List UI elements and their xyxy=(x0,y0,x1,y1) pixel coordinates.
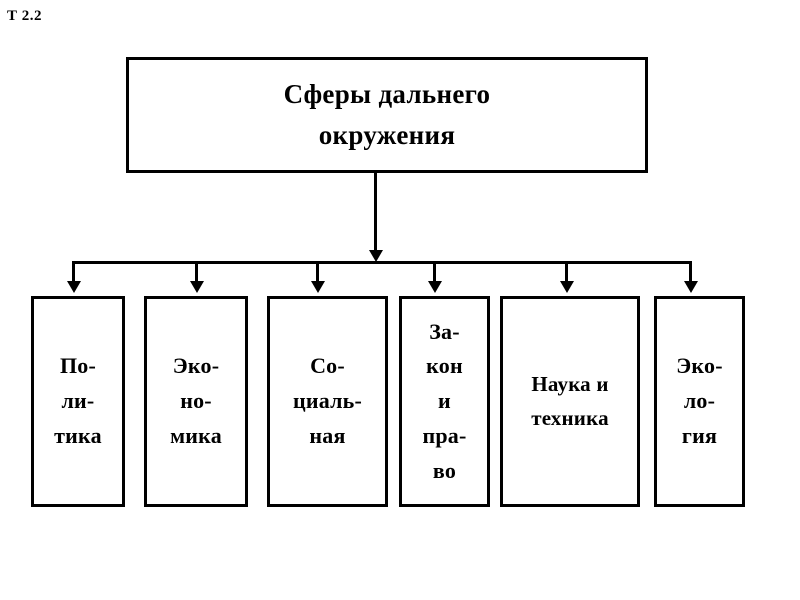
leaf-node-box-ecology: Эко- ло- гия xyxy=(654,296,745,507)
branch-line-4 xyxy=(433,261,436,281)
leaf-line: За- xyxy=(429,318,460,344)
branch-line-3 xyxy=(316,261,319,281)
leaf-line: пра- xyxy=(422,422,467,448)
branch-line-6 xyxy=(689,261,692,281)
distribution-bus-line xyxy=(72,261,692,264)
leaf-line: и xyxy=(438,388,451,414)
leaf-line: ная xyxy=(309,422,346,448)
leaf-node-label-science: Наука и техника xyxy=(529,368,611,434)
root-node-box: Сферы дальнего окружения xyxy=(126,57,648,173)
leaf-line: во xyxy=(432,457,457,483)
leaf-node-label-politics: По- ли- тика xyxy=(52,349,104,453)
leaf-node-box-politics: По- ли- тика xyxy=(31,296,125,507)
leaf-line: Эко- xyxy=(172,353,220,379)
leaf-line: кон xyxy=(426,353,463,379)
leaf-node-box-economy: Эко- но- мика xyxy=(144,296,248,507)
leaf-line: По- xyxy=(59,353,97,379)
leaf-node-label-ecology: Эко- ло- гия xyxy=(674,349,724,453)
branch-line-1 xyxy=(72,261,75,281)
root-node-line-2: окружения xyxy=(318,120,456,150)
leaf-line: но- xyxy=(180,388,212,414)
leaf-line: тика xyxy=(54,422,102,448)
branch-arrowhead-5 xyxy=(559,281,574,293)
leaf-line: гия xyxy=(681,422,718,448)
branch-line-5 xyxy=(565,261,568,281)
root-trunk-arrowhead xyxy=(368,250,383,262)
leaf-line: мика xyxy=(170,422,222,448)
leaf-node-label-economy: Эко- но- мика xyxy=(168,349,224,453)
root-trunk-line xyxy=(374,173,377,250)
leaf-node-label-law: За- кон и пра- во xyxy=(420,315,468,489)
branch-arrowhead-6 xyxy=(683,281,698,293)
branch-line-2 xyxy=(195,261,198,281)
branch-arrowhead-2 xyxy=(189,281,204,293)
root-node-line-1: Сферы дальнего xyxy=(283,78,491,109)
leaf-line: циаль- xyxy=(292,388,363,414)
leaf-line: ло- xyxy=(683,388,716,414)
leaf-line: ли- xyxy=(61,388,95,414)
slide-corner-label: Т 2.2 xyxy=(7,8,43,24)
leaf-line: техника xyxy=(531,405,609,430)
branch-arrowhead-3 xyxy=(310,281,325,293)
branch-arrowhead-1 xyxy=(66,281,81,293)
leaf-node-box-social: Со- циаль- ная xyxy=(267,296,388,507)
root-node-label: Сферы дальнего окружения xyxy=(284,74,491,156)
branch-arrowhead-4 xyxy=(427,281,442,293)
leaf-node-box-law: За- кон и пра- во xyxy=(399,296,490,507)
leaf-line: Со- xyxy=(310,353,345,379)
leaf-node-label-social: Со- циаль- ная xyxy=(291,349,364,453)
leaf-line: Наука и xyxy=(531,372,609,397)
leaf-node-box-science: Наука и техника xyxy=(500,296,640,507)
leaf-line: Эко- xyxy=(676,353,723,379)
